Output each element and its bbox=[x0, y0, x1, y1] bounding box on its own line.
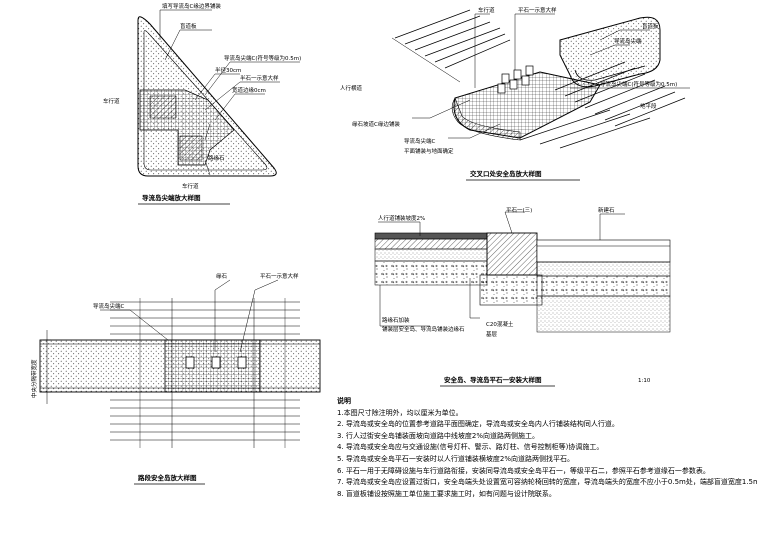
label-b7: 地平段 bbox=[640, 102, 657, 110]
road-island-drawing: 缘石 平石一示意大样 导流岛尖端C 中央分隔带宽度 路段安全岛放大样图 bbox=[30, 272, 321, 485]
label-c2: 平石一示意大样 bbox=[260, 272, 299, 280]
label-b3: 盲道板 bbox=[642, 22, 659, 30]
label-b5: 导流岛尖端C(符号等级为0.5m) bbox=[600, 80, 677, 88]
label-a1: 填写导流岛C缘边界铺装 bbox=[162, 2, 221, 10]
label-a8: 路缘石 bbox=[208, 154, 225, 162]
label-c3: 导流岛尖端C bbox=[93, 302, 125, 310]
note-item: 5. 导流岛或安全岛平石一安装时以人行道铺装横坡度2%向道路两侧找平石。 bbox=[337, 454, 575, 463]
label-b8: 缘石坡道C缘边铺装 bbox=[352, 120, 400, 128]
label-a6: 宽道边缘0cm bbox=[232, 86, 266, 94]
label-a3: 导流岛尖端C(符号等级为0.5m) bbox=[224, 54, 301, 62]
label-b1: 车行道 bbox=[478, 6, 495, 14]
label-b4: 导流岛尖端 bbox=[614, 37, 642, 45]
note-item: 2. 导流岛或安全岛的位置参考道路平面图确定，导流岛或安全岛内人行铺装结构同人行… bbox=[337, 420, 619, 429]
note-item: 7. 导流岛或安全岛应设置过街口，安全岛端头处设置宽可容纳轮椅回转的宽度，导流岛… bbox=[337, 478, 757, 487]
title-island-end: 导流岛尖端放大样图 bbox=[142, 193, 201, 202]
notes: 说明 1.本图尺寸除注明外，均以厘米为单位。 2. 导流岛或安全岛的位置参考道路… bbox=[337, 396, 757, 500]
label-d6: C20混凝土 bbox=[486, 320, 514, 328]
island-end-drawing: 填写导流岛C缘边界铺装 盲道板 导流岛尖端C(符号等级为0.5m) 半径30cm… bbox=[103, 2, 301, 205]
label-b10: 平面铺装与地面确定 bbox=[404, 147, 454, 155]
label-d7: 基层 bbox=[486, 330, 498, 338]
note-item: 6. 平石一用于无障碍设施与车行道路衔接，安装同导流岛或安全岛平石一，等级平石二… bbox=[337, 466, 710, 475]
label-b2: 平石一示意大样 bbox=[518, 6, 557, 14]
label-d5: 铺装层安全岛、导流岛铺装边缘石 bbox=[382, 325, 465, 333]
curb-section-drawing: 人行道铺装坡度2% 平石一(三) 新建石 路缘石加装 铺装层安全岛、导流岛铺装边… bbox=[374, 206, 671, 387]
title-crossing: 交叉口处安全岛放大样图 bbox=[470, 169, 542, 178]
label-b6: 人行横道 bbox=[340, 84, 363, 92]
label-d2: 平石一(三) bbox=[506, 207, 532, 214]
curb-section-scale: 1:10 bbox=[638, 378, 651, 384]
note-item: 4. 导流岛或安全岛应与交通设施(信号灯杆、警示、路灯柱、信号控制柜等)协调施工… bbox=[337, 443, 604, 452]
label-c4: 中央分隔带宽度 bbox=[30, 359, 38, 398]
note-item: 8. 盲道板铺设按照施工单位施工要求施工时，如有问题与设计院联系。 bbox=[337, 489, 556, 498]
label-d4: 路缘石加装 bbox=[382, 316, 410, 324]
label-a9: 车行道 bbox=[182, 182, 199, 190]
notes-heading: 说明 bbox=[337, 397, 351, 405]
label-a7: 车行道 bbox=[103, 97, 120, 105]
note-item: 1.本图尺寸除注明外，均以厘米为单位。 bbox=[337, 408, 463, 417]
label-d1: 人行道铺装坡度2% bbox=[378, 214, 425, 222]
title-curb-section: 安全岛、导流岛平石一安装大样图 bbox=[444, 375, 542, 384]
title-road-island: 路段安全岛放大样图 bbox=[138, 473, 197, 482]
label-a2: 盲道板 bbox=[180, 22, 197, 30]
crossing-drawing: 车行道 平石一示意大样 盲道板 导流岛尖端 导流岛尖端C(符号等级为0.5m) … bbox=[340, 6, 690, 181]
label-c1: 缘石 bbox=[216, 272, 228, 280]
note-item: 3. 行人过街安全岛铺装面坡向道路中线坡度2%向道路两侧施工。 bbox=[337, 431, 540, 440]
label-a5: 半石一示意大样 bbox=[240, 74, 279, 82]
label-d3: 新建石 bbox=[598, 206, 615, 214]
label-b9: 导流岛尖端C bbox=[404, 137, 436, 145]
label-a4: 半径30cm bbox=[215, 66, 241, 74]
